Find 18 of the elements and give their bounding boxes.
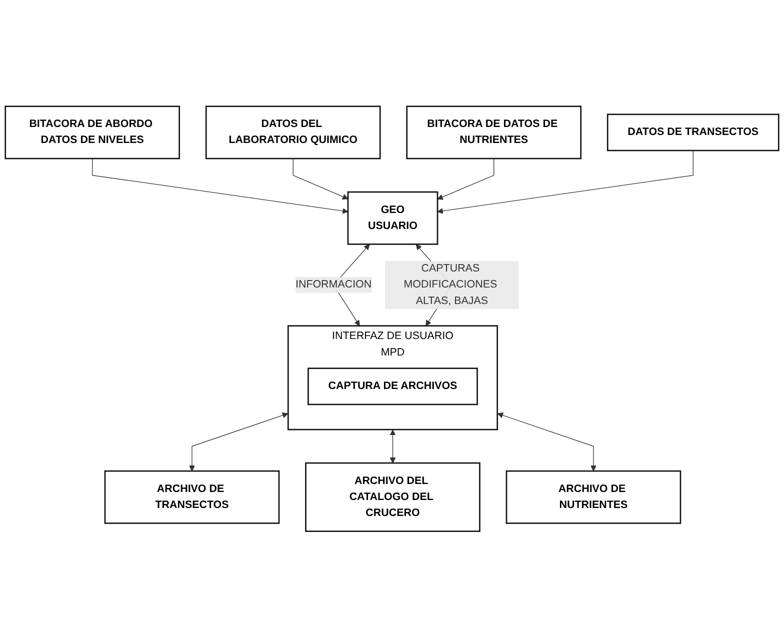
node-box: CAPTURA DE ARCHIVOS — [308, 368, 478, 406]
edge-label: INFORMACION — [295, 279, 372, 291]
arrow — [92, 158, 348, 214]
node-box: GEO USUARIO — [347, 192, 438, 246]
node-box: BITACORA DE ABORDO DATOS DE NIVELES — [4, 106, 180, 160]
arrow — [390, 430, 396, 464]
arrow — [189, 412, 288, 472]
arrow — [437, 158, 494, 200]
node-box: BITACORA DE DATOS DE NUTRIENTES — [406, 106, 582, 160]
node-box: ARCHIVO DE NUTRIENTES — [506, 470, 682, 524]
node-box: DATOS DEL LABORATORIO QUIMICO — [205, 106, 381, 160]
node-box: DATOS DE TRANSECTOS — [606, 114, 780, 152]
node-box: ARCHIVO DEL CATALOGO DEL CRUCERO — [305, 462, 480, 532]
edge-label: CAPTURAS MODIFICACIONES ALTAS, BAJAS — [404, 263, 498, 307]
arrow — [497, 412, 596, 472]
arrow — [292, 158, 348, 200]
node-box: ARCHIVO DE TRANSECTOS — [104, 470, 280, 524]
arrow — [437, 150, 694, 214]
